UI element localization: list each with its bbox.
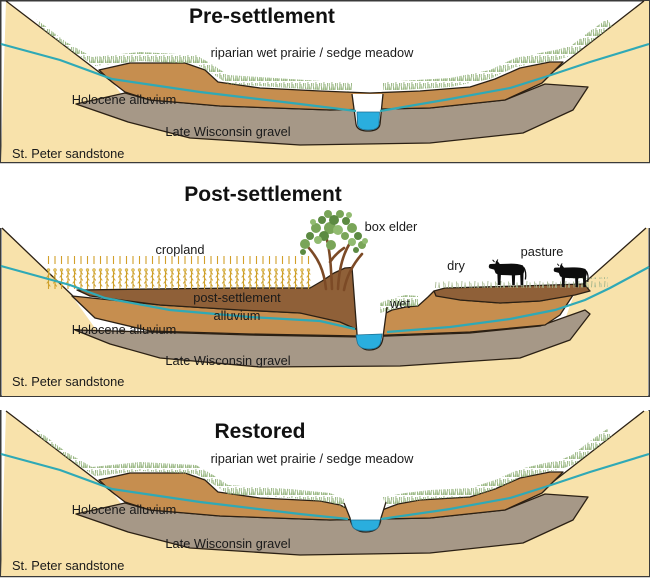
panel-post-settlement-border <box>0 228 650 397</box>
stream-water <box>355 333 383 350</box>
water-table-line <box>0 42 650 113</box>
cow-icon <box>553 263 589 288</box>
panel-title: Pre-settlement <box>189 5 335 28</box>
grass-texture-wet-bench <box>380 295 418 313</box>
grass-texture-left <box>36 429 346 508</box>
panel-title: Post-settlement <box>184 183 342 206</box>
water-table-line <box>0 452 650 521</box>
label-holocene-alluvium: Holocene alluvium <box>72 502 177 517</box>
panel-restored: Restored riparian wet prairie / sedge me… <box>0 410 650 578</box>
label-cropland: cropland <box>155 242 204 257</box>
panel-post-settlement: Post-settlement cropland box elder post-… <box>0 183 650 397</box>
grass-texture-right <box>383 19 612 91</box>
label-late-wisconsin-gravel: Late Wisconsin gravel <box>165 536 290 551</box>
grass-texture-left <box>36 19 352 92</box>
stream-water <box>356 111 380 131</box>
gravel-layer <box>74 309 591 368</box>
panel-pre-settlement-border <box>0 0 650 164</box>
label-st-peter-sandstone: St. Peter sandstone <box>12 146 124 161</box>
label-wet: wet <box>389 296 410 311</box>
label-holocene-alluvium: Holocene alluvium <box>72 92 177 107</box>
incised-channel <box>352 264 387 350</box>
label-riparian-wet-prairie: riparian wet prairie / sedge meadow <box>211 451 414 466</box>
stream-water <box>350 519 381 532</box>
label-riparian-wet-prairie: riparian wet prairie / sedge meadow <box>211 45 414 60</box>
label-st-peter-sandstone: St. Peter sandstone <box>12 374 124 389</box>
label-post-settlement-alluvium-line1: post-settlement <box>193 290 281 305</box>
label-holocene-alluvium: Holocene alluvium <box>72 322 177 337</box>
panel-pre-settlement: Pre-settlement riparian wet prairie / se… <box>0 0 650 164</box>
label-pasture: pasture <box>521 244 564 259</box>
label-st-peter-sandstone: St. Peter sandstone <box>12 558 124 573</box>
label-dry: dry <box>447 258 465 273</box>
water-table-line <box>0 264 650 334</box>
grass-texture-right <box>383 429 612 506</box>
panel-restored-border <box>0 410 650 578</box>
cropland-texture <box>46 256 312 289</box>
box-elder-tree-icon <box>300 210 368 292</box>
cow-icon <box>488 259 527 285</box>
label-late-wisconsin-gravel: Late Wisconsin gravel <box>165 124 290 139</box>
holocene-alluvium-layer <box>98 61 564 111</box>
label-late-wisconsin-gravel: Late Wisconsin gravel <box>165 353 290 368</box>
label-post-settlement-alluvium-line2: alluvium <box>214 308 261 323</box>
label-box-elder: box elder <box>365 219 418 234</box>
panel-title: Restored <box>214 420 305 443</box>
